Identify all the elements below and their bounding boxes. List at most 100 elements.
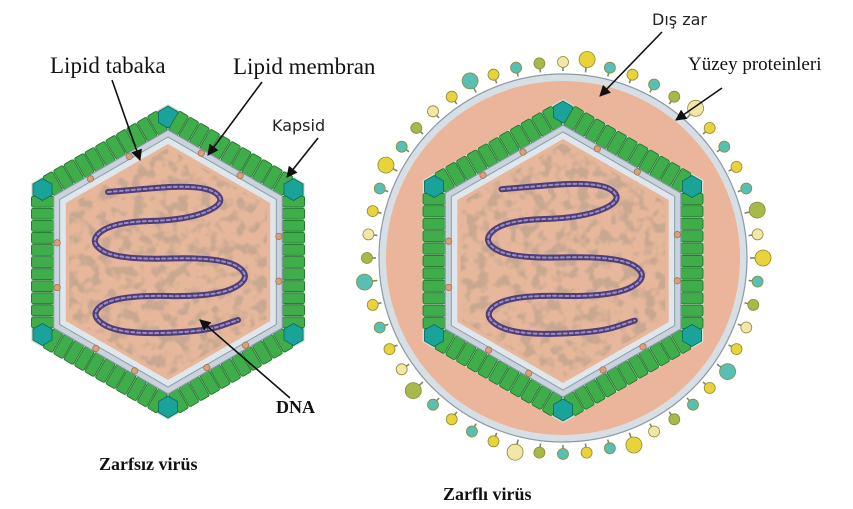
capsomer [423, 231, 445, 242]
protein-head [446, 414, 457, 425]
protein-head [752, 229, 763, 240]
protein-head [405, 383, 421, 399]
label-lipid-layer: Lipid tabaka [50, 53, 166, 78]
linker [276, 278, 282, 284]
protein-head [704, 383, 715, 394]
capsomer [681, 206, 703, 217]
linker [87, 176, 93, 182]
protein-head [731, 344, 742, 355]
protein-head [579, 52, 595, 68]
protein-head [558, 57, 569, 68]
protein-head [374, 183, 385, 194]
capsomer [31, 232, 53, 243]
capsomer [31, 305, 53, 316]
linker [486, 347, 492, 353]
capsomer [681, 268, 703, 279]
protein-head [720, 364, 736, 380]
enveloped-virus [357, 52, 772, 461]
linker [600, 367, 606, 373]
linker [54, 240, 60, 246]
protein-head [396, 141, 407, 152]
protein-head [581, 447, 592, 458]
capsomer [423, 268, 445, 279]
label-surface-proteins: Yüzey proteinleri [688, 54, 821, 75]
capsomer [283, 257, 305, 268]
protein-head [357, 274, 373, 290]
protein-head [731, 161, 742, 172]
label-enveloped-virus: Zarflı virüs [443, 484, 532, 504]
protein-head [396, 364, 407, 375]
capsomer [283, 208, 305, 219]
protein-head [752, 276, 763, 287]
protein-head [741, 183, 752, 194]
protein-head [627, 69, 638, 80]
protein-head [534, 58, 545, 69]
linker [446, 238, 452, 244]
linker [93, 345, 99, 351]
capsomer [423, 280, 445, 291]
linker [54, 284, 60, 290]
label-lipid-membrane: Lipid membran [233, 54, 376, 79]
capsomer [31, 245, 53, 256]
leader-capsid [287, 138, 318, 177]
protein-head [719, 141, 730, 152]
linker [132, 368, 138, 374]
capsomer [423, 293, 445, 304]
protein-head [669, 91, 680, 102]
linker [520, 149, 526, 155]
linker [198, 150, 204, 156]
protein-head [649, 79, 660, 90]
protein-head [384, 344, 395, 355]
protein-head [488, 436, 499, 447]
label-capsid: Kapsid [272, 116, 325, 135]
capsomer [423, 255, 445, 266]
linker [237, 172, 243, 178]
label-non-enveloped-virus: Zarfsız virüs [99, 454, 198, 474]
capsomer [681, 255, 703, 266]
protein-head [626, 437, 642, 453]
protein-head [649, 426, 660, 437]
linker [594, 146, 600, 152]
capsomer [423, 218, 445, 229]
capsomer [31, 293, 53, 304]
protein-head [363, 229, 374, 240]
capsomer [681, 243, 703, 254]
capsomer [681, 231, 703, 242]
linker [634, 169, 640, 175]
label-dna: DNA [276, 397, 315, 417]
capsomer [283, 281, 305, 292]
capsomer [423, 243, 445, 254]
linker [640, 344, 646, 350]
protein-head [755, 250, 771, 266]
capsomer [31, 257, 53, 268]
capsomer [31, 220, 53, 231]
capsomer [681, 305, 703, 316]
linker [674, 231, 680, 237]
protein-head [704, 123, 715, 134]
protein-head [462, 73, 478, 89]
protein-head [374, 322, 385, 333]
non-enveloped-virus [31, 104, 305, 420]
label-outer-envelope: Dış zar [652, 10, 707, 29]
linker [276, 233, 282, 239]
protein-head [367, 299, 378, 310]
protein-head [466, 426, 477, 437]
capsomer [31, 281, 53, 292]
linker [204, 364, 210, 370]
protein-head [507, 444, 523, 460]
capsomer [283, 305, 305, 316]
protein-head [362, 253, 373, 264]
protein-head [749, 202, 765, 218]
linker [446, 284, 452, 290]
protein-head [558, 449, 569, 460]
protein-head [428, 399, 439, 410]
capsomer [283, 293, 305, 304]
capsomer [31, 208, 53, 219]
capsomer [681, 293, 703, 304]
protein-head [669, 414, 680, 425]
protein-head [511, 62, 522, 73]
protein-head [688, 399, 699, 410]
capsomer [423, 206, 445, 217]
linker [126, 153, 132, 159]
